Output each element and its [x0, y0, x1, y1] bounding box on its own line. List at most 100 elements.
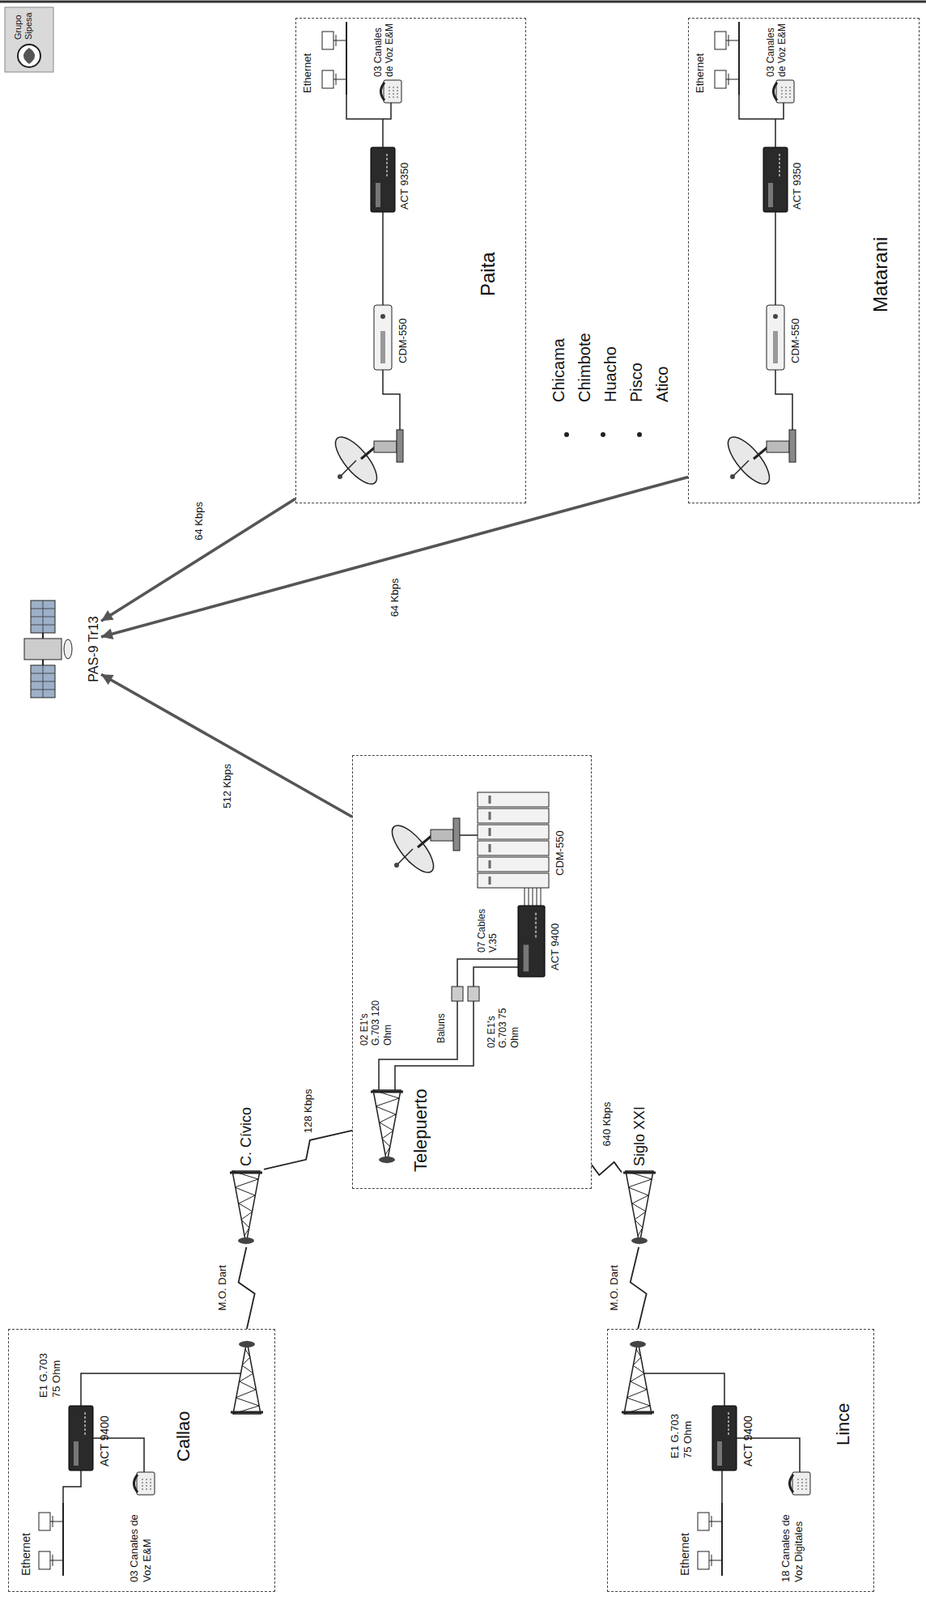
lince-equipment [790, 1472, 812, 1496]
company-logo [4, 7, 54, 73]
callao-equipment [63, 1373, 241, 1504]
node-title: PAS-9 Tr13 [86, 592, 102, 706]
label-text: ACT 9400 [548, 923, 562, 971]
node-title: Siglo XXI [631, 1106, 649, 1167]
label-text: 18 Canales de Voz Digitales [779, 1501, 805, 1583]
telepuerto-equipment [477, 808, 549, 824]
lince-equipment [712, 1405, 737, 1471]
label-text: 02 E1's G.703 75 Ohm [485, 998, 521, 1049]
telepuerto-equipment [477, 873, 549, 888]
matarani-equipment [721, 429, 796, 491]
telepuerto-equipment [467, 986, 480, 1002]
telepuerto-equipment [477, 857, 549, 872]
node-title: C. Cívico [237, 1107, 255, 1167]
ellipsis-dots [564, 432, 570, 438]
matarani-equipment [773, 80, 795, 103]
label-text: CDM-550 [396, 318, 410, 364]
label-text: ACT 9400 [741, 1415, 756, 1467]
telepuerto-equipment [451, 986, 463, 1002]
company-logo [4, 7, 54, 73]
satellite [24, 638, 62, 660]
page-border [0, 0, 926, 4]
label-text: Chimbote [574, 332, 595, 403]
paita-equipment [322, 21, 347, 95]
paita-equipment [370, 147, 396, 213]
relay-towers [229, 1171, 263, 1245]
label-text: CDM-550 [553, 830, 567, 876]
microwave-link [238, 1247, 255, 1330]
label-text: Chicama [548, 338, 569, 403]
label-text: Ethernet [693, 53, 707, 94]
relay-towers [229, 1171, 656, 1245]
node-title: Paita [476, 251, 500, 297]
label-text: Ethernet [678, 1533, 693, 1576]
link-rate: 64 Kbps [192, 500, 205, 543]
relay-tower: Siglo XXI [621, 1106, 658, 1248]
label-text: Ethernet [301, 53, 315, 94]
label-text: ACT 9350 [790, 162, 804, 210]
telepuerto-equipment [477, 841, 549, 856]
link-rate: M.O. Dart [607, 1263, 621, 1313]
label-text: CDM-550 [789, 318, 803, 364]
label-text: E1 G.703 75 Ohm [37, 1347, 63, 1398]
label-text: 03 Canales de Voz E&M [764, 18, 789, 77]
satellite-node: PAS-9 Tr13 [12, 592, 102, 706]
label-text: E1 G.703 75 Ohm [668, 1408, 694, 1459]
telepuerto-equipment [518, 905, 545, 977]
telepuerto-equipment [370, 792, 549, 1164]
paita-equipment [328, 429, 404, 491]
telepuerto-equipment [488, 795, 492, 885]
matarani-equipment [714, 21, 740, 95]
callao-equipment [68, 1405, 94, 1471]
ellipsis-dots [600, 432, 606, 438]
paita-equipment [322, 21, 404, 491]
lince-equipment [621, 1341, 655, 1415]
link-rate: 640 Kbps [600, 1100, 613, 1149]
node-title: Callao [173, 1411, 195, 1462]
label-text: 02 E1's G.703 120 Ohm [358, 995, 394, 1046]
satellite [63, 639, 73, 659]
link-rate: 128 Kbps [301, 1087, 315, 1135]
label-text: 07 Cables V.35 [475, 899, 500, 953]
node-title: Telepuerto [410, 1088, 432, 1173]
telepuerto-equipment [457, 959, 519, 987]
label-text: 03 Canales de Voz E&M [372, 18, 396, 77]
callao-equipment [230, 1341, 264, 1415]
label-text: ACT 9400 [97, 1415, 112, 1467]
ellipsis-dots [564, 432, 642, 438]
company-logo [17, 44, 41, 68]
microwave-link [591, 1162, 622, 1176]
telepuerto-equipment [459, 834, 478, 837]
ellipsis-dots [637, 432, 642, 438]
link-rate: 512 Kbps [220, 762, 234, 811]
telepuerto-equipment [477, 792, 549, 808]
company-logo [23, 47, 35, 64]
lince-equipment [697, 1503, 723, 1576]
lince-equipment [644, 1373, 800, 1504]
label-text: Atico [652, 366, 672, 403]
relay-tower: C. Cívico [228, 1107, 264, 1248]
label-text: Grupo Sipesa [12, 7, 34, 40]
satellite-link [101, 476, 689, 638]
label-text: ACT 9350 [398, 162, 412, 210]
label-text: Huacho [600, 346, 621, 403]
matarani-equipment [766, 305, 785, 370]
telepuerto-equipment [378, 1001, 474, 1091]
callao-equipment [38, 1503, 64, 1576]
site-box: Paita [295, 17, 527, 504]
callao-equipment [134, 1472, 156, 1496]
site-box: Lince [607, 1329, 875, 1593]
relay-towers [623, 1171, 656, 1245]
link-rate: 64 Kbps [388, 577, 401, 620]
node-title: Lince [832, 1402, 854, 1446]
paita-equipment [381, 80, 403, 103]
telepuerto-equipment [385, 818, 460, 880]
label-text: Ethernet [19, 1533, 34, 1576]
microwave-link [263, 1130, 353, 1170]
label-text: 03 Canales de Voz E&M [127, 1501, 153, 1583]
telepuerto-equipment [477, 824, 549, 840]
matarani-equipment [739, 94, 793, 430]
microwave-link [630, 1247, 647, 1330]
